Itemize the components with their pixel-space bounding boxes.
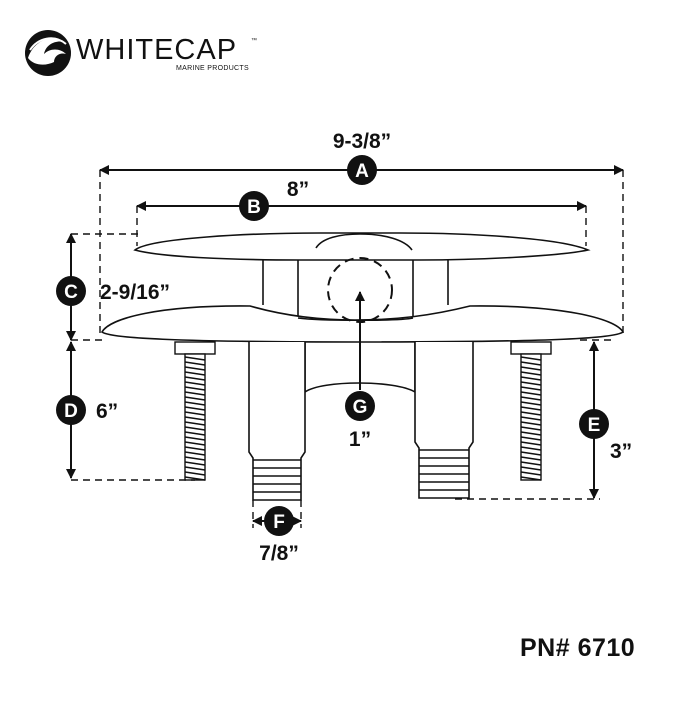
thread-line	[184, 441, 206, 446]
badge-a-letter: A	[355, 161, 369, 182]
thread-line	[520, 451, 542, 456]
thread-line	[520, 461, 542, 466]
thread-line	[520, 391, 542, 396]
badge-f: F	[264, 506, 294, 536]
whitecap-wave-icon	[25, 30, 71, 76]
cleat-outline	[100, 232, 625, 394]
thread-line	[520, 371, 542, 376]
thread-line	[520, 381, 542, 386]
thread-line	[184, 471, 206, 476]
badge-b: B	[239, 191, 269, 221]
thread-line	[184, 406, 206, 411]
thread-line	[184, 456, 206, 461]
threaded-stud-left	[174, 341, 216, 481]
brand-tagline: MARINE PRODUCTS	[176, 65, 249, 72]
dimension-d-value: 6”	[96, 400, 118, 423]
thread-line	[520, 441, 542, 446]
thread-line	[184, 396, 206, 401]
thread-line	[520, 446, 542, 451]
thread-line	[184, 366, 206, 371]
dimension-f-value: 7/8”	[259, 542, 299, 565]
thread-line	[520, 456, 542, 461]
thread-line	[184, 476, 206, 481]
brand-trademark: ™	[251, 38, 257, 44]
thread-line	[520, 376, 542, 381]
dimension-e-value: 3”	[610, 440, 632, 463]
thread-line	[184, 421, 206, 426]
thread-line	[184, 386, 206, 391]
badge-g-letter: G	[353, 397, 368, 418]
hose-barb-right	[414, 342, 474, 499]
badge-d: D	[56, 395, 86, 425]
badge-g: G	[345, 391, 375, 421]
badge-b-letter: B	[247, 197, 261, 218]
thread-line	[520, 361, 542, 366]
part-number: PN# 6710	[520, 634, 636, 662]
dimension-a-value: 9-3/8”	[333, 130, 391, 153]
thread-line	[520, 386, 542, 391]
thread-line	[184, 466, 206, 471]
thread-line	[520, 436, 542, 441]
thread-line	[520, 426, 542, 431]
thread-line	[184, 361, 206, 366]
badge-e-letter: E	[588, 415, 601, 436]
thread-line	[520, 421, 542, 426]
thread-line	[520, 406, 542, 411]
badge-d-letter: D	[64, 401, 78, 422]
badge-c: C	[56, 276, 86, 306]
brand-name: WHITECAP	[76, 34, 238, 66]
thread-line	[184, 416, 206, 421]
dimension-g-value: 1”	[349, 428, 371, 451]
badge-e: E	[579, 409, 609, 439]
thread-line	[520, 416, 542, 421]
thread-line	[184, 356, 206, 361]
dimension-b-value: 8”	[287, 178, 309, 201]
thread-line	[184, 411, 206, 416]
thread-line	[184, 426, 206, 431]
thread-line	[184, 371, 206, 376]
thread-line	[184, 446, 206, 451]
thread-line	[520, 356, 542, 361]
thread-line	[520, 476, 542, 481]
thread-line	[520, 396, 542, 401]
thread-line	[520, 366, 542, 371]
extension-lines	[71, 170, 624, 528]
thread-line	[520, 471, 542, 476]
thread-line	[184, 431, 206, 436]
thread-line	[520, 466, 542, 471]
thread-line	[184, 436, 206, 441]
badge-f-letter: F	[273, 512, 285, 533]
thread-line	[184, 391, 206, 396]
thread-line	[184, 376, 206, 381]
hose-barb-left	[248, 342, 306, 501]
thread-line	[184, 451, 206, 456]
threaded-stud-right	[510, 341, 552, 481]
thread-line	[520, 401, 542, 406]
badge-c-letter: C	[64, 282, 78, 303]
thread-line	[520, 411, 542, 416]
thread-line	[520, 431, 542, 436]
thread-line	[184, 401, 206, 406]
thread-line	[184, 461, 206, 466]
dimension-c-value: 2-9/16”	[100, 281, 170, 304]
badge-a: A	[347, 155, 377, 185]
thread-line	[184, 381, 206, 386]
